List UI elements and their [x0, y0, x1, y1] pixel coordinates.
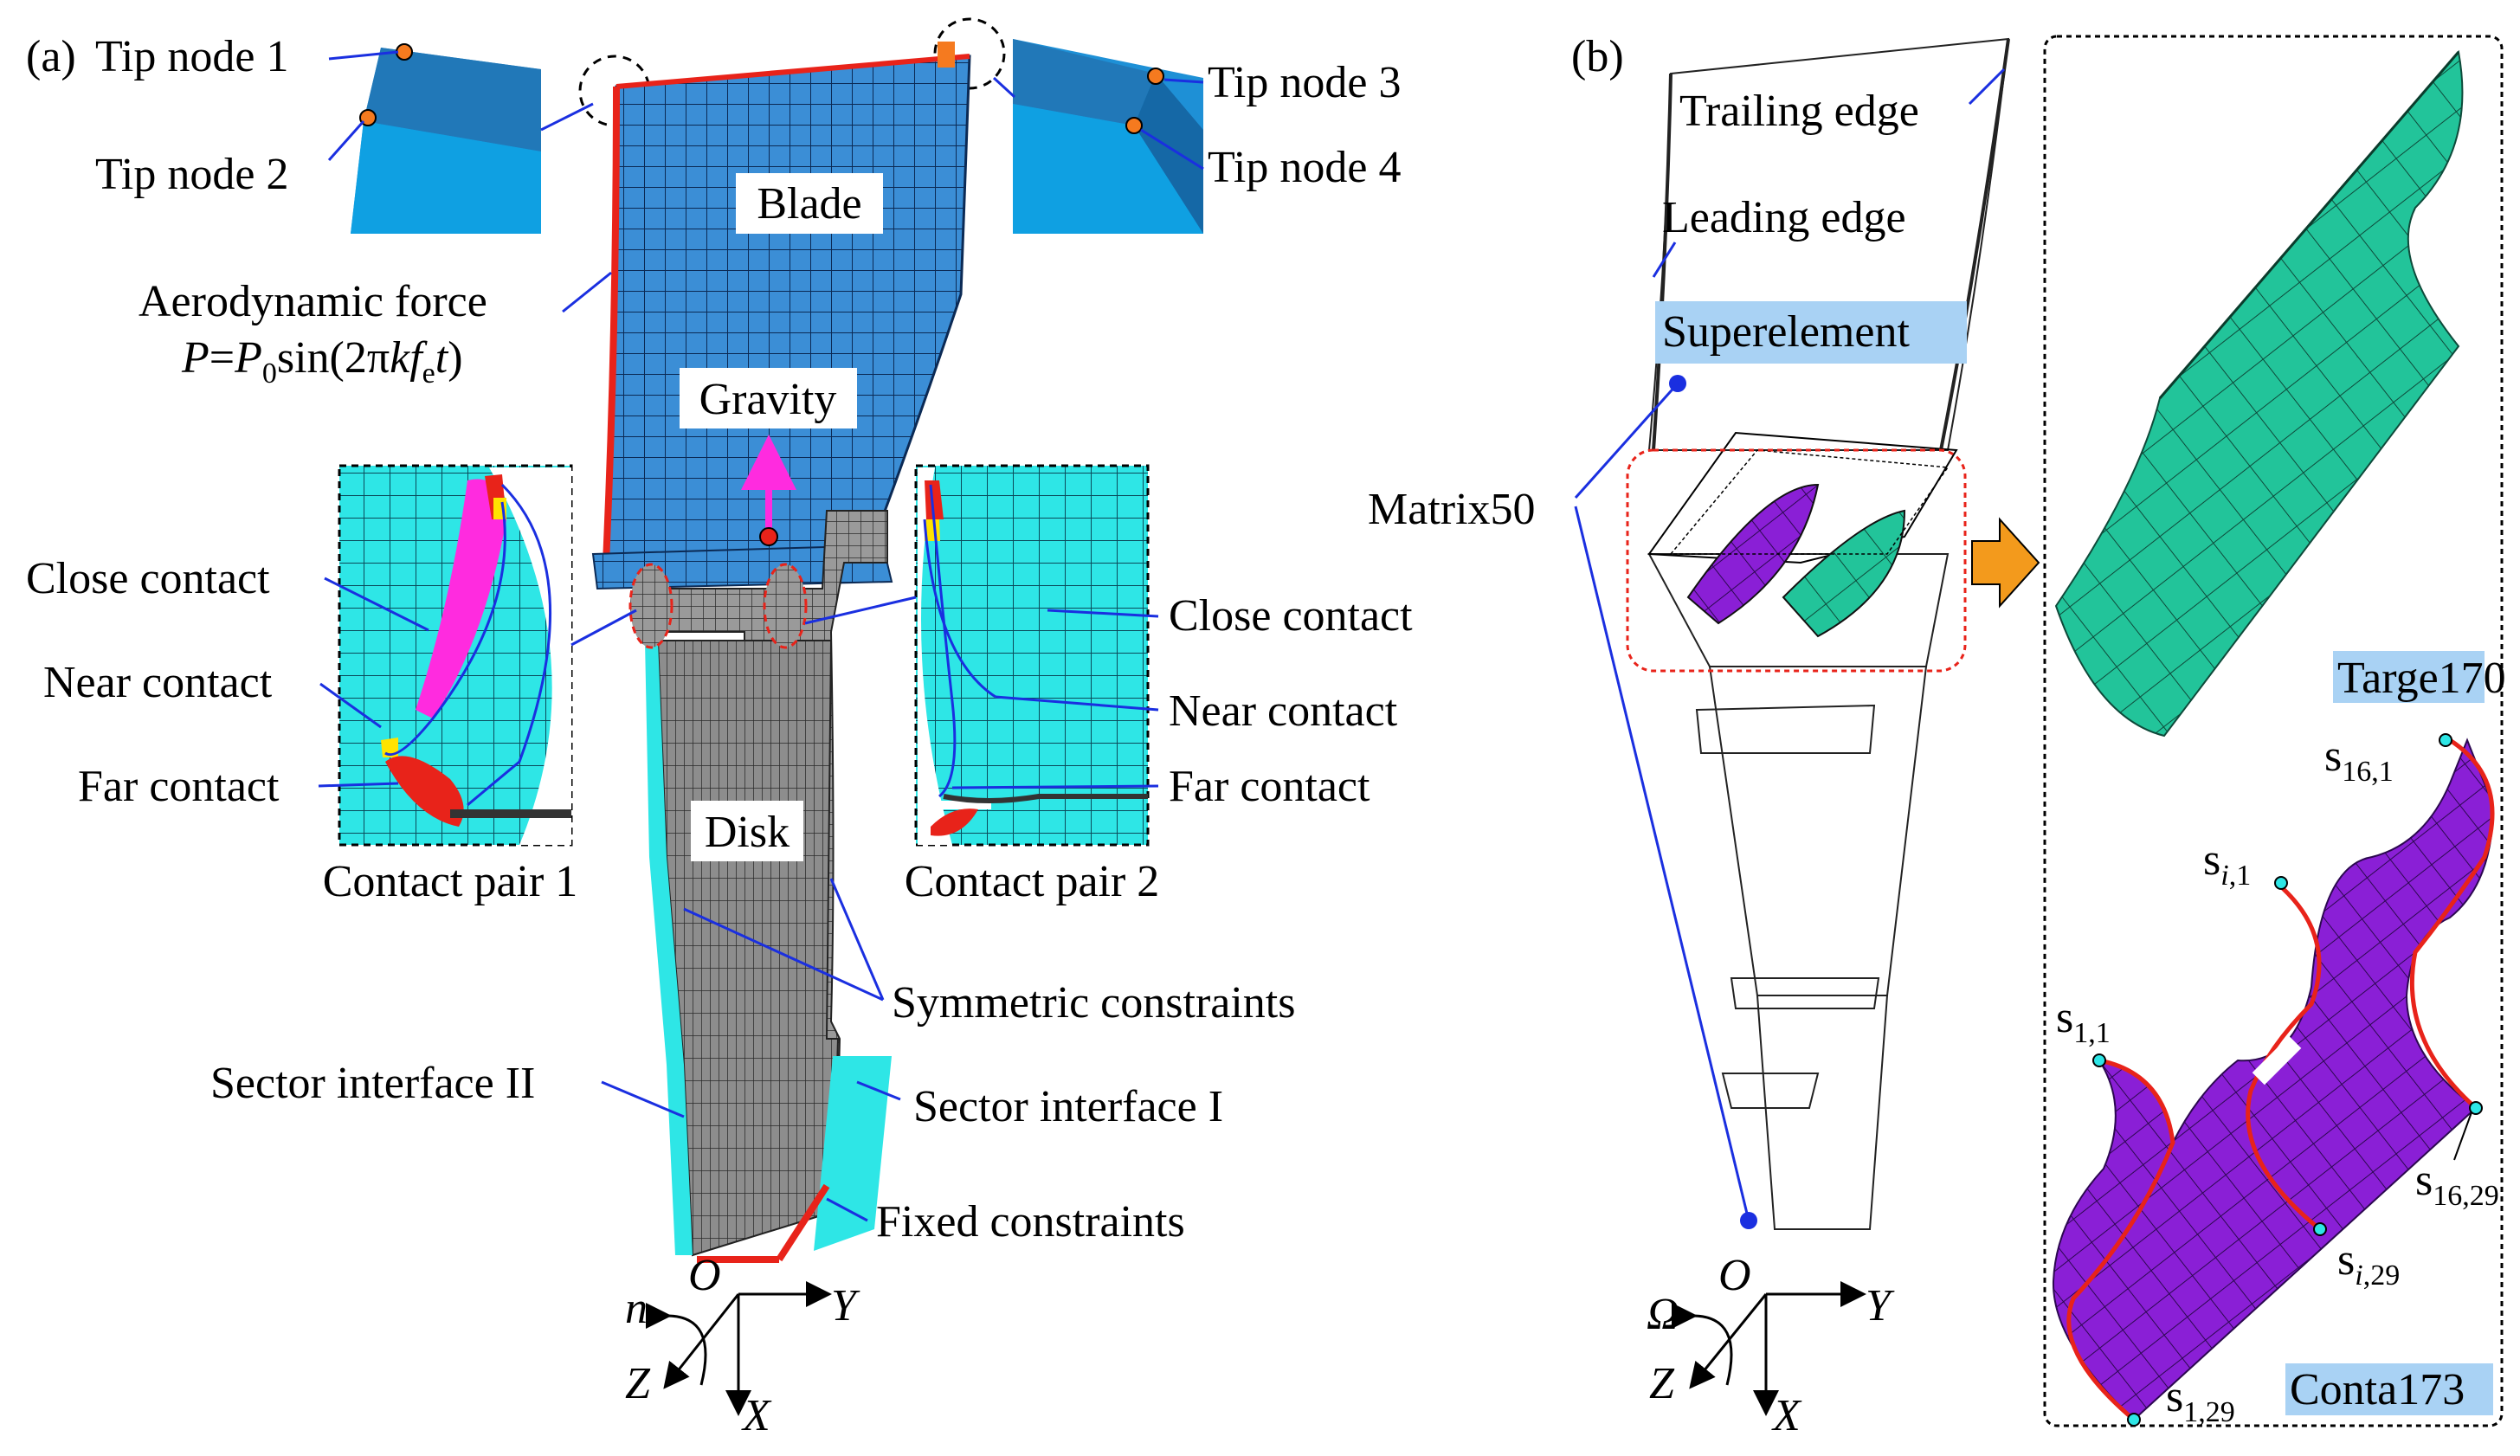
superelement-root-mesh — [1647, 431, 1958, 638]
aero-force-edge — [603, 86, 620, 564]
superelement-root-box — [1626, 448, 1967, 673]
disk — [628, 510, 892, 1263]
sector-interface-ii-label: Sector interface II — [210, 1059, 535, 1108]
axis-b-x: X — [1771, 1391, 1802, 1440]
near-contact-left-label: Near contact — [43, 658, 273, 707]
blade-label: Blade — [757, 179, 861, 229]
tip-node-4-marker — [1125, 117, 1143, 134]
axis-b-omega: Ω — [1647, 1290, 1679, 1339]
axis-b-origin: O — [1718, 1251, 1751, 1300]
panel-b: (b) Trailing edge Leading edge Superelem… — [1368, 32, 2506, 1440]
tip-node-1-marker — [396, 43, 413, 61]
symmetric-constraints-label: Symmetric constraints — [892, 978, 1295, 1028]
superelement-highlight — [1655, 301, 1967, 364]
superelement-label: Superelement — [1662, 307, 1910, 357]
ellipsis-marker — [2252, 1035, 2302, 1086]
leading-edge-label: Leading edge — [1662, 193, 1906, 242]
aero-force-label: Aerodynamic force — [139, 277, 487, 326]
axis-b-y: Y — [1866, 1281, 1895, 1330]
tip-node-3-label: Tip node 3 — [1208, 58, 1401, 107]
axes-a: O Y X Z n — [625, 1251, 860, 1440]
contact-pair-2-inset — [914, 464, 1150, 847]
axis-a-n: n — [625, 1284, 648, 1333]
panel-a: (a) Tip node 1 Tip node 2 Tip node 3 Tip… — [26, 17, 1413, 1440]
trailing-edge-label: Trailing edge — [1679, 87, 1919, 136]
targe170-highlight — [2333, 651, 2485, 703]
node-s16-29: s16,29 — [2415, 1156, 2499, 1212]
axes-b: O Y X Z Ω — [1647, 1251, 1895, 1440]
node-s16-1: s16,1 — [2324, 731, 2394, 788]
zoom-arrow — [1971, 517, 2040, 609]
tip-inset-right — [1013, 39, 1204, 234]
conta173-highlight — [2285, 1363, 2493, 1415]
close-contact-left-label: Close contact — [26, 554, 270, 603]
fixed-constraints-label: Fixed constraints — [876, 1197, 1185, 1247]
matrix50-label: Matrix50 — [1368, 485, 1536, 534]
gravity-label: Gravity — [699, 375, 837, 424]
axis-a-x: X — [741, 1391, 772, 1440]
axis-a-y: Y — [831, 1281, 860, 1330]
tip-inset-left — [327, 43, 541, 234]
far-contact-right-label: Far contact — [1169, 762, 1370, 811]
tip-node-2-label: Tip node 2 — [95, 150, 288, 199]
targe170-surface — [2054, 49, 2464, 738]
aero-formula: P=P0sin(2πkfet) — [181, 333, 463, 390]
panel-a-label: (a) — [26, 32, 76, 81]
panel-b-label: (b) — [1571, 32, 1624, 81]
tip-node-4-label: Tip node 4 — [1208, 143, 1401, 192]
axis-a-origin: O — [688, 1251, 721, 1300]
disk-label: Disk — [705, 808, 790, 857]
blade — [591, 42, 971, 590]
near-contact-right-label: Near contact — [1169, 686, 1398, 736]
contact-pair-1-inset — [338, 464, 573, 847]
conta173-surface — [2052, 738, 2495, 1421]
node-labels: s16,1 si,1 s1,1 s16,29 si,29 s1,29 — [2056, 731, 2499, 1428]
sector-interface-i-label: Sector interface I — [913, 1082, 1223, 1131]
tip-node-1-label: Tip node 1 — [95, 32, 288, 81]
node-si-1: si,1 — [2203, 835, 2251, 892]
contact-pair-2-title: Contact pair 2 — [905, 857, 1160, 906]
node-si-29: si,29 — [2337, 1235, 2400, 1292]
axis-b-z: Z — [1649, 1359, 1675, 1408]
far-contact-left-label: Far contact — [78, 762, 280, 811]
tip-node-3-marker — [1147, 68, 1164, 85]
contact-pair-1-title: Contact pair 1 — [323, 857, 578, 906]
element-inset-box — [2043, 35, 2504, 1427]
axis-a-z: Z — [625, 1359, 651, 1408]
node-s1-29: s1,29 — [2166, 1372, 2235, 1428]
close-contact-right-label: Close contact — [1169, 591, 1413, 641]
conta173-label: Conta173 — [2290, 1365, 2465, 1414]
node-s1-1: s1,1 — [2056, 993, 2111, 1049]
targe170-label: Targe170 — [2337, 654, 2506, 703]
